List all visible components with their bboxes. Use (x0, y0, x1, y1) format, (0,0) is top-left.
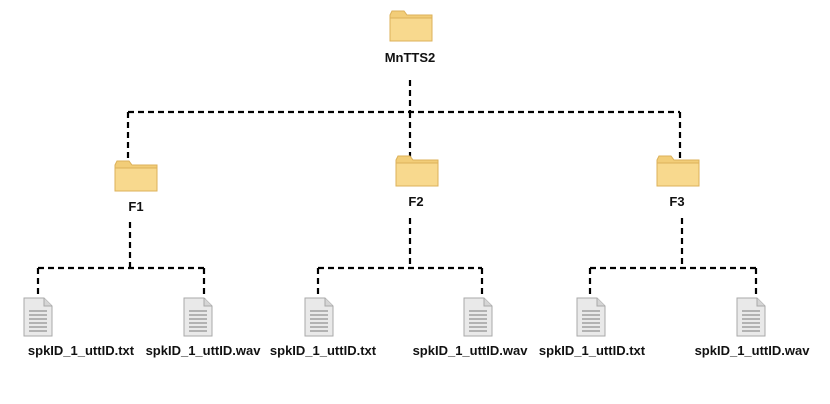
folder-icon (395, 155, 439, 187)
folder-icon (656, 155, 700, 187)
document-icon (463, 297, 493, 337)
file-label-f3-txt: spkID_1_uttID.txt (538, 343, 646, 358)
file-label-f2-txt: spkID_1_uttID.txt (269, 343, 377, 358)
document-icon (23, 297, 53, 337)
document-icon (304, 297, 334, 337)
document-icon (736, 297, 766, 337)
folder-icon (114, 160, 158, 192)
file-label-f1-wav: spkID_1_uttID.wav (145, 343, 261, 358)
document-icon (183, 297, 213, 337)
document-icon (576, 297, 606, 337)
folder-label-f1: F1 (128, 199, 144, 214)
file-label-f1-txt: spkID_1_uttID.txt (27, 343, 135, 358)
root-folder-label: MnTTS2 (384, 50, 436, 65)
folder-icon (389, 10, 433, 42)
folder-label-f3: F3 (669, 194, 685, 209)
file-label-f2-wav: spkID_1_uttID.wav (412, 343, 528, 358)
folder-label-f2: F2 (408, 194, 424, 209)
file-label-f3-wav: spkID_1_uttID.wav (694, 343, 810, 358)
